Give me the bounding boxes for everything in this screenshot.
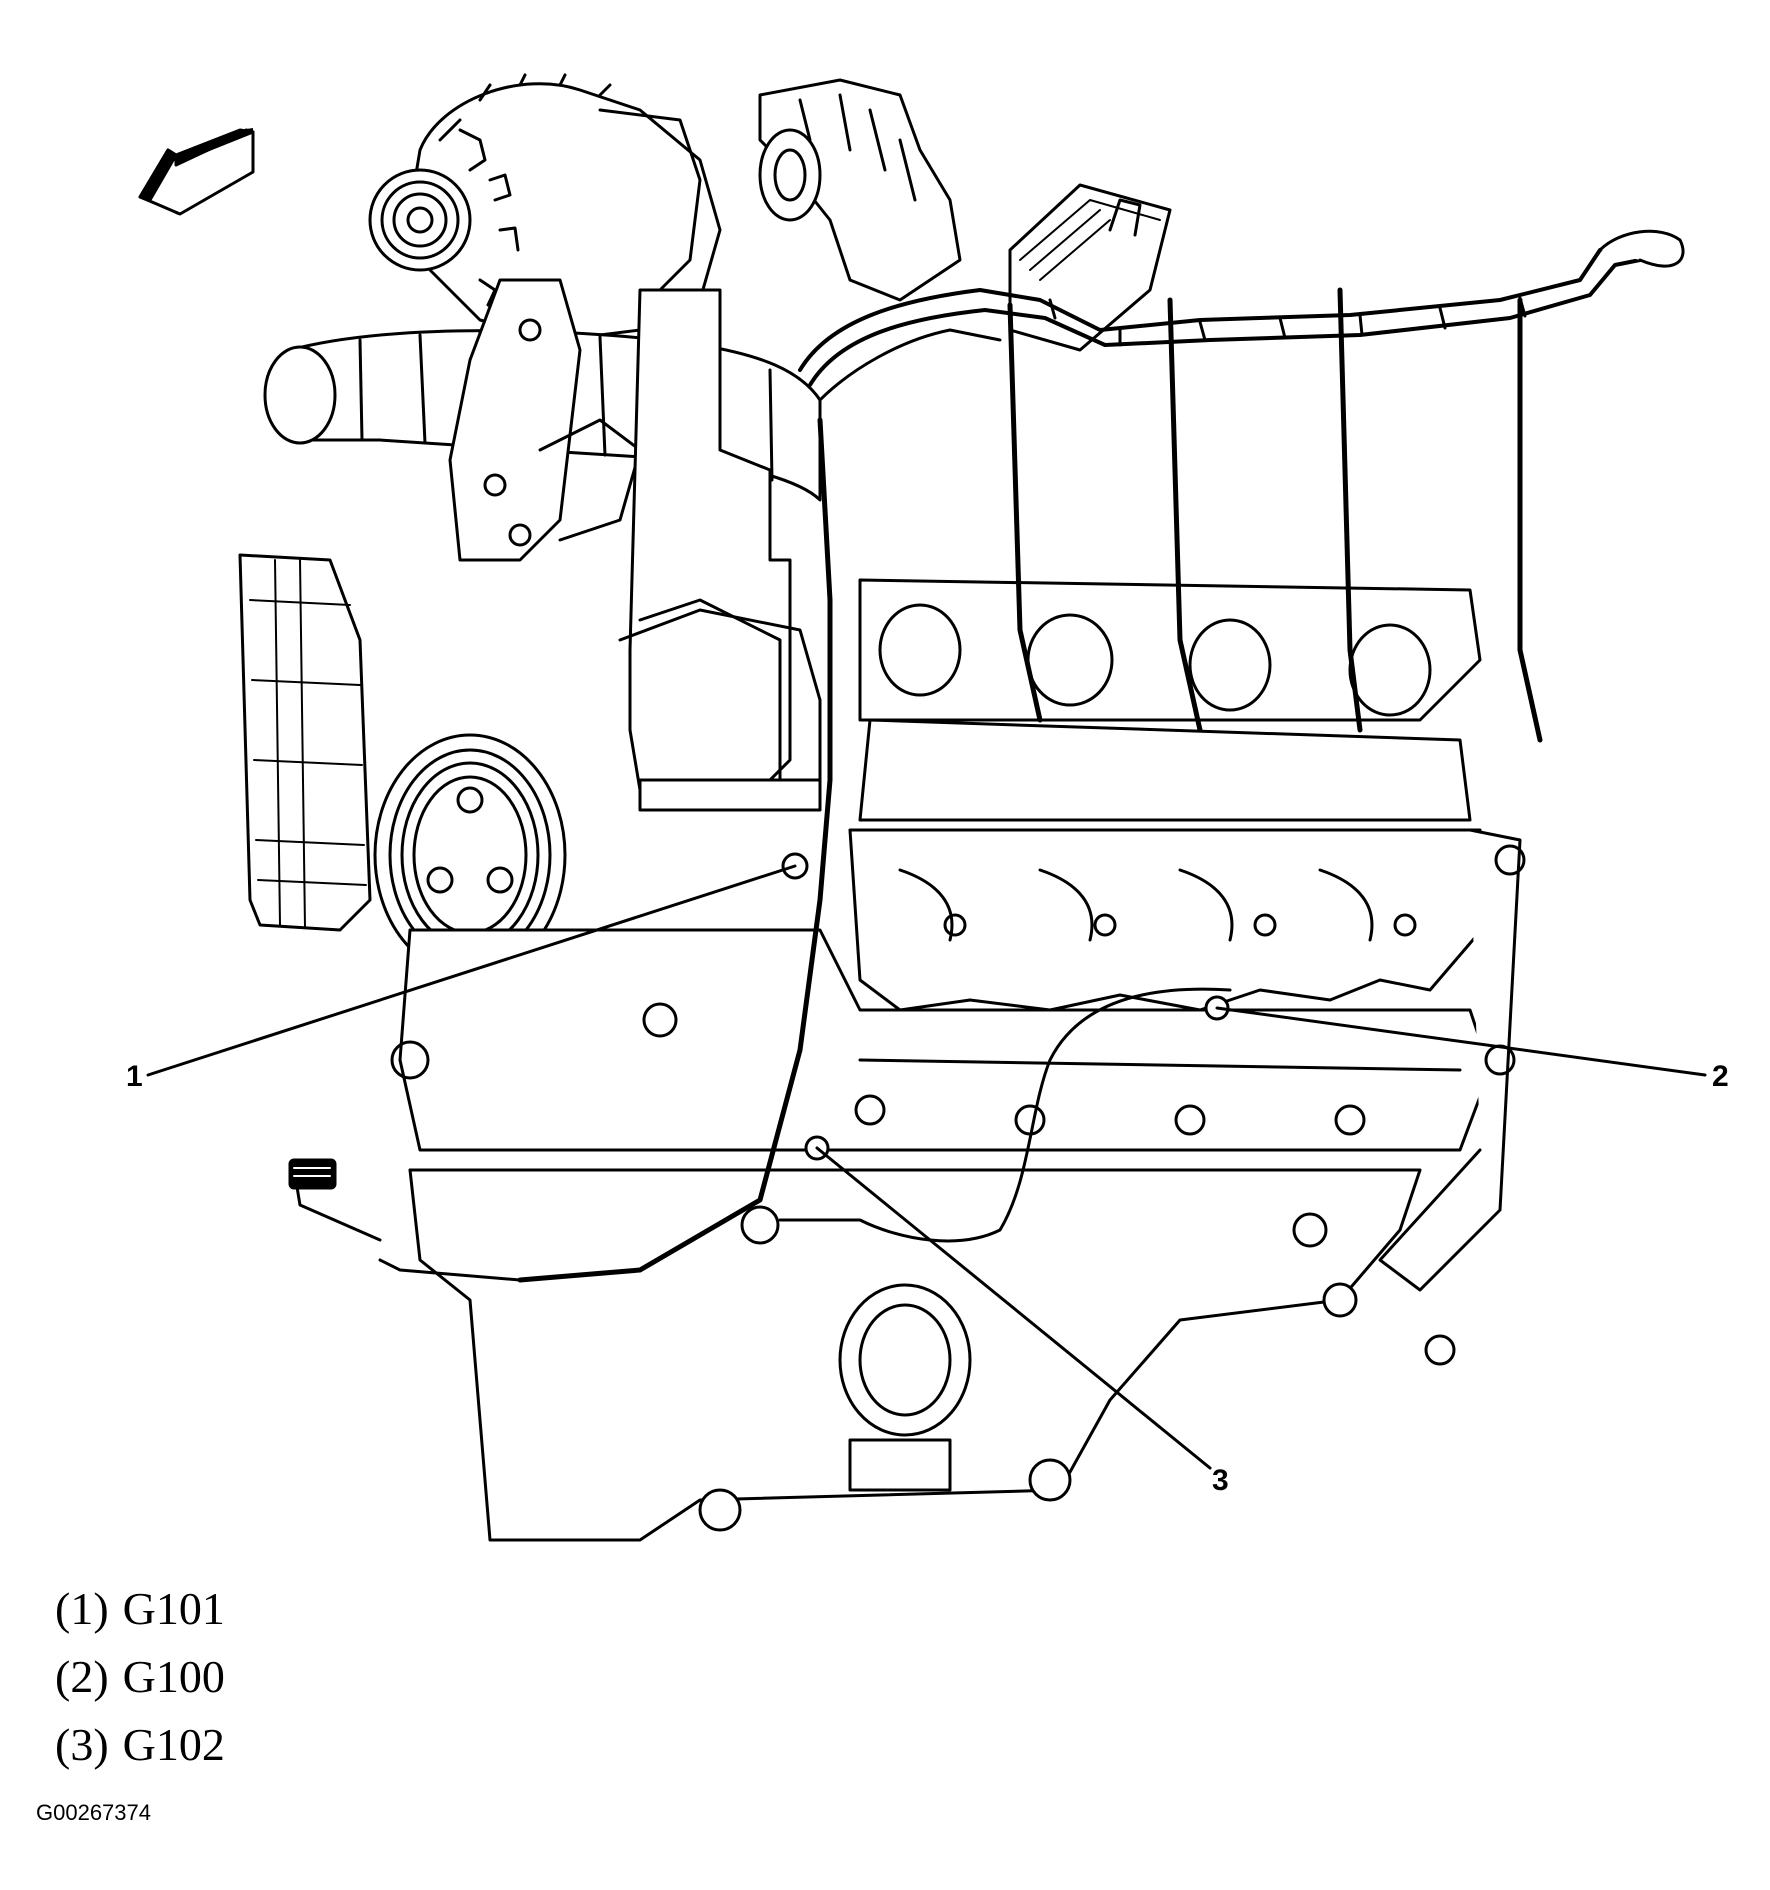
legend: (1) G101 (2) G100 (3) G102	[55, 1575, 225, 1779]
ground-wiring	[288, 417, 1232, 1283]
legend-item: (3) G102	[55, 1711, 225, 1779]
figure-id: G00267374	[36, 1800, 151, 1825]
exhaust-manifold	[848, 828, 1492, 1012]
legend-item: (2) G100	[55, 1643, 225, 1711]
water-pump-housing	[618, 288, 822, 812]
legend-label: G102	[122, 1719, 225, 1770]
legend-label: G100	[122, 1651, 225, 1702]
oil-pan	[408, 1168, 1422, 1542]
control-module	[238, 553, 372, 932]
ground-point-g100	[1204, 995, 1707, 1077]
wiring-harness-upper	[798, 229, 1685, 387]
callout-3: 3	[1212, 1464, 1229, 1497]
legend-item: (1) G101	[55, 1575, 225, 1643]
accessory-bracket	[448, 278, 642, 562]
legend-index: (1)	[55, 1583, 109, 1634]
engine-block	[390, 828, 1526, 1366]
cylinder-head	[858, 287, 1543, 822]
callout-1: 1	[126, 1060, 143, 1093]
callout-2: 2	[1712, 1060, 1729, 1093]
legend-label: G101	[122, 1583, 225, 1634]
legend-index: (2)	[55, 1651, 109, 1702]
ground-point-g101	[146, 852, 809, 1077]
legend-index: (3)	[55, 1719, 109, 1770]
front-arrow-icon	[138, 128, 255, 216]
intake-duct	[758, 78, 962, 302]
alternator	[368, 73, 722, 342]
ground-point-g102	[804, 1135, 1212, 1470]
